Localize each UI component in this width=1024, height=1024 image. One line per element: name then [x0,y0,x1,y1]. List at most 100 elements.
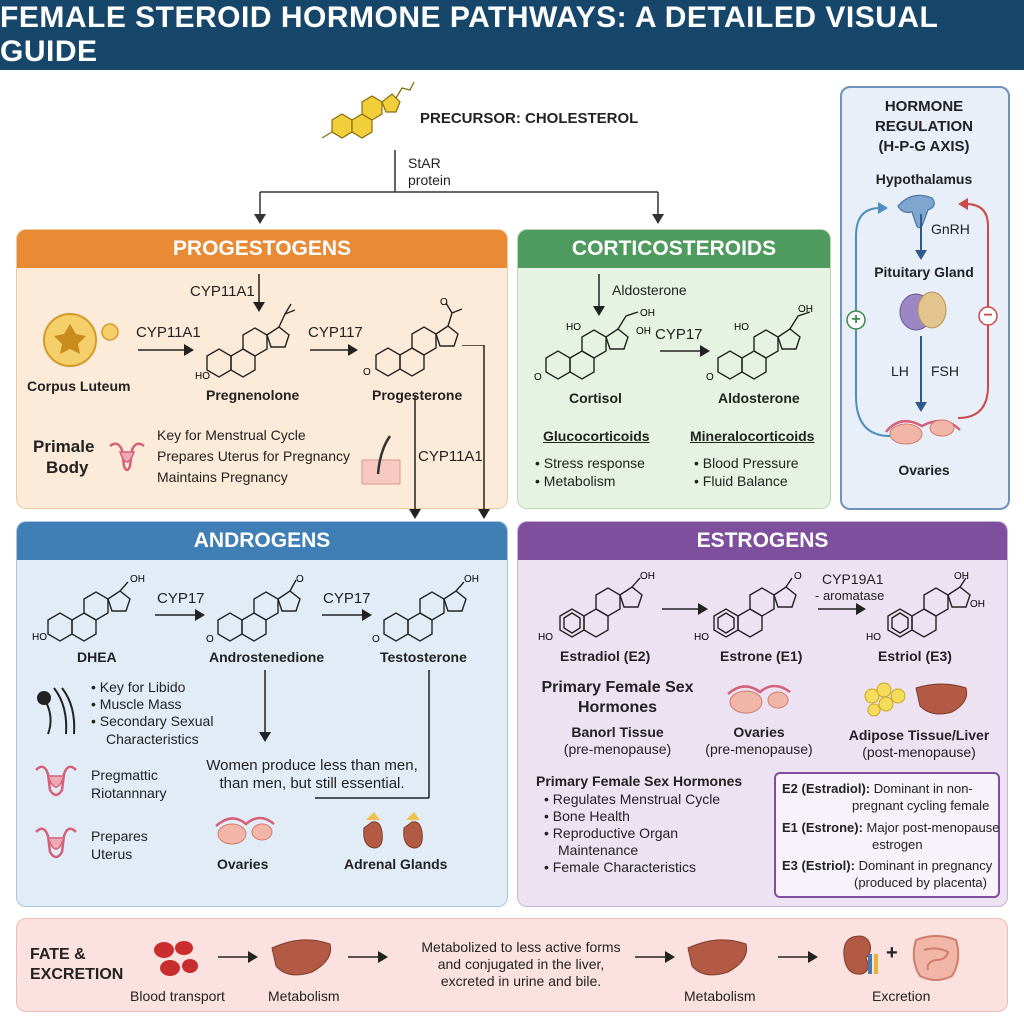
prog-role-3: Maintains Pregnancy [157,469,288,485]
kidney-icon [843,935,878,975]
adrenal-label: Adrenal Glands [344,856,448,872]
liver-icon-1 [271,939,332,976]
hair-icon [37,687,76,735]
women-note-2: than men, but still essential. [219,775,405,792]
body-label-1: Primale [33,437,95,456]
banorl-label: Banorl Tissue [571,724,664,740]
fate-desc-2: and conjugated in the liver, [437,956,605,972]
fate-arrow-4 [778,951,818,963]
progesterone-ketone-o: O [440,297,448,308]
metabolism-label-2: Metabolism [684,988,756,1004]
cortisol-oh: OH [636,326,651,337]
lh-fsh-arrow [915,336,927,412]
negative-feedback-sign: − [983,307,993,324]
corpus-luteum-label: Corpus Luteum [27,378,131,394]
progesterone-to-androgens-arrows [409,345,490,519]
estro-item-4: Maintenance [558,842,639,858]
gnrh-arrow [915,214,927,260]
fsh-label: FSH [931,363,959,379]
dhea-oh: OH [130,574,145,585]
androgens-enzyme-1: CYP17 [157,590,205,607]
liver-icon-2 [687,939,748,976]
andro-role-4: Characteristics [106,731,199,747]
adipose-sub: (post-menopause) [862,744,976,760]
aldosterone-structure: O HO OH [706,304,813,383]
estrone-label: Estrone (E1) [720,648,803,664]
aldosterone-top-arrow [593,274,605,316]
feedback-loops [846,198,998,437]
ovaries-estro-label: Ovaries [733,724,785,740]
cholesterol-structure [321,81,415,139]
cortisol-label: Cortisol [569,390,622,406]
prog-role-1: Key for Menstrual Cycle [157,427,306,443]
banorl-sub: (pre-menopause) [563,741,672,757]
e2-row-2: pregnant cycling female [852,798,990,813]
regulation-title-2: REGULATION [874,118,974,135]
testosterone-label: Testosterone [380,649,467,665]
estrone-structure: HO O [694,571,802,643]
star-label-1: StAR [408,155,441,171]
prog-role-2: Prepares Uterus for Pregnancy [157,448,350,464]
fate-desc-3: excreted in urine and bile. [440,973,602,989]
arrow-to-estriol [818,603,866,615]
primary-female-2: Hormones [577,699,658,716]
e3-row: E3 (Estriol): Dominant in pregnancy [782,858,993,873]
aldosterone-oh: OH [798,304,813,315]
pituitary-icon [899,291,947,331]
progesterone-structure: O O [363,297,463,378]
andro-role-2: • Muscle Mass [91,696,182,712]
progestogens-panel: PROGESTOGENS [16,229,508,509]
progesterone-label: Progesterone [372,387,463,403]
glucocorticoids-title: Glucocorticoids [543,428,650,444]
ovaries-estro-icon [727,684,791,714]
estriol-oh: OH [970,599,985,610]
adipose-label: Adipose Tissue/Liver [848,727,990,743]
pregnenolone-ho: HO [195,371,210,382]
fate-arrow-1 [218,951,258,963]
aldosterone-o: O [706,372,714,383]
skin-hair-icon [361,435,401,485]
primary-female-1: Primary Female Sex [541,679,694,696]
estriol-structure: HO OH OH [866,571,985,643]
lh-label: LH [891,363,909,379]
enzyme-top-arrow [253,274,265,312]
pregmattic-label: Pregmattic [91,767,158,783]
dhea-ho: HO [32,632,47,643]
pregnenolone-label: Pregnenolone [206,387,300,403]
estro-item-5: • Female Characteristics [544,859,696,875]
uterus-icon-2 [35,765,77,797]
estrogens-enzyme-1: CYP19A1 [822,571,884,587]
estro-item-3: • Reproductive Organ [544,825,679,841]
regulation-title-3: (H-P-G AXIS) [878,138,970,155]
pituitary-label: Pituitary Gland [874,264,974,280]
precursor-label: PRECURSOR: CHOLESTEROL [420,110,639,127]
cortisol-oh-top: OH [640,308,655,319]
uterus-icon-3 [35,827,77,859]
estrogens-enzyme-2: - aromatase [815,588,885,603]
estrone-ho: HO [694,632,709,643]
estriol-ho: HO [866,632,881,643]
progestogens-enzyme-mid: CYP117 [308,324,363,341]
body-label-2: Body [46,458,89,477]
estradiol-oh: OH [640,571,655,582]
androgens-panel: ANDROGENS [16,521,508,907]
mineral-item-1: • Blood Pressure [694,455,799,471]
adrenal-icon [363,812,423,849]
excretion-label: Excretion [872,988,931,1004]
corticosteroids-panel: CORTICOSTEROIDS [517,229,831,509]
pregnenolone-structure: HO [195,303,296,382]
estradiol-label: Estradiol (E2) [560,648,651,664]
fate-plus: + [886,942,898,964]
androstenedione-ketone-o: O [296,574,304,585]
dhea-structure: HO OH [32,574,145,643]
testosterone-oh: OH [464,574,479,585]
estro-list-title: Primary Female Sex Hormones [536,773,743,789]
hypothalamus-label: Hypothalamus [875,171,973,187]
arrow-to-androstenedione [155,609,205,621]
arrow-to-estrone [662,603,708,615]
arrow-to-aldosterone [660,345,710,357]
blood-cells-icon [154,941,198,976]
arrow-to-progesterone [310,344,358,356]
aldosterone-ho: HO [734,322,749,333]
arrow-to-pregnenolone [138,344,194,356]
